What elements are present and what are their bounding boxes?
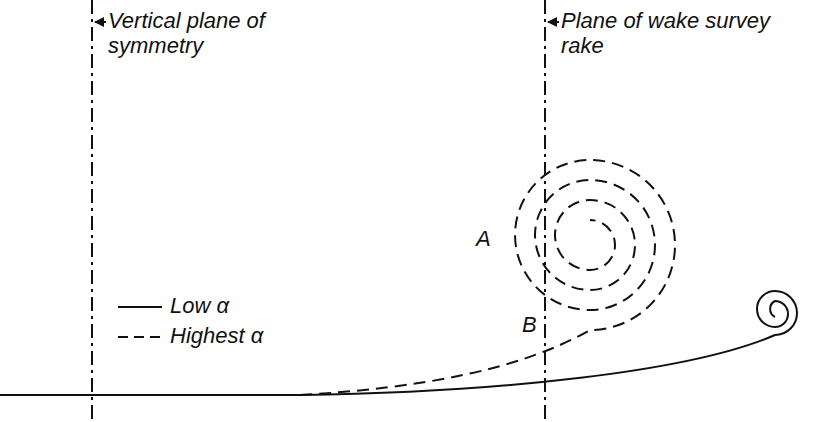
rake-plane-line — [544, 0, 546, 422]
low-alpha-sheet — [0, 291, 797, 395]
plane-label: Vertical plane of symmetry — [108, 8, 283, 59]
legend-dashed-sample — [118, 336, 162, 338]
highest-alpha-sheet — [300, 160, 675, 395]
point-label: A — [476, 226, 506, 251]
symmetry-plane-line — [91, 0, 93, 422]
point-label: B — [522, 312, 544, 337]
arrow-head — [547, 17, 557, 27]
arrow-head — [94, 17, 104, 27]
legend-solid-sample — [118, 306, 162, 308]
plane-label: Plane of wake survey rake — [561, 8, 781, 59]
legend-text: Highest α — [170, 323, 263, 348]
legend-text: Low α — [170, 293, 229, 318]
